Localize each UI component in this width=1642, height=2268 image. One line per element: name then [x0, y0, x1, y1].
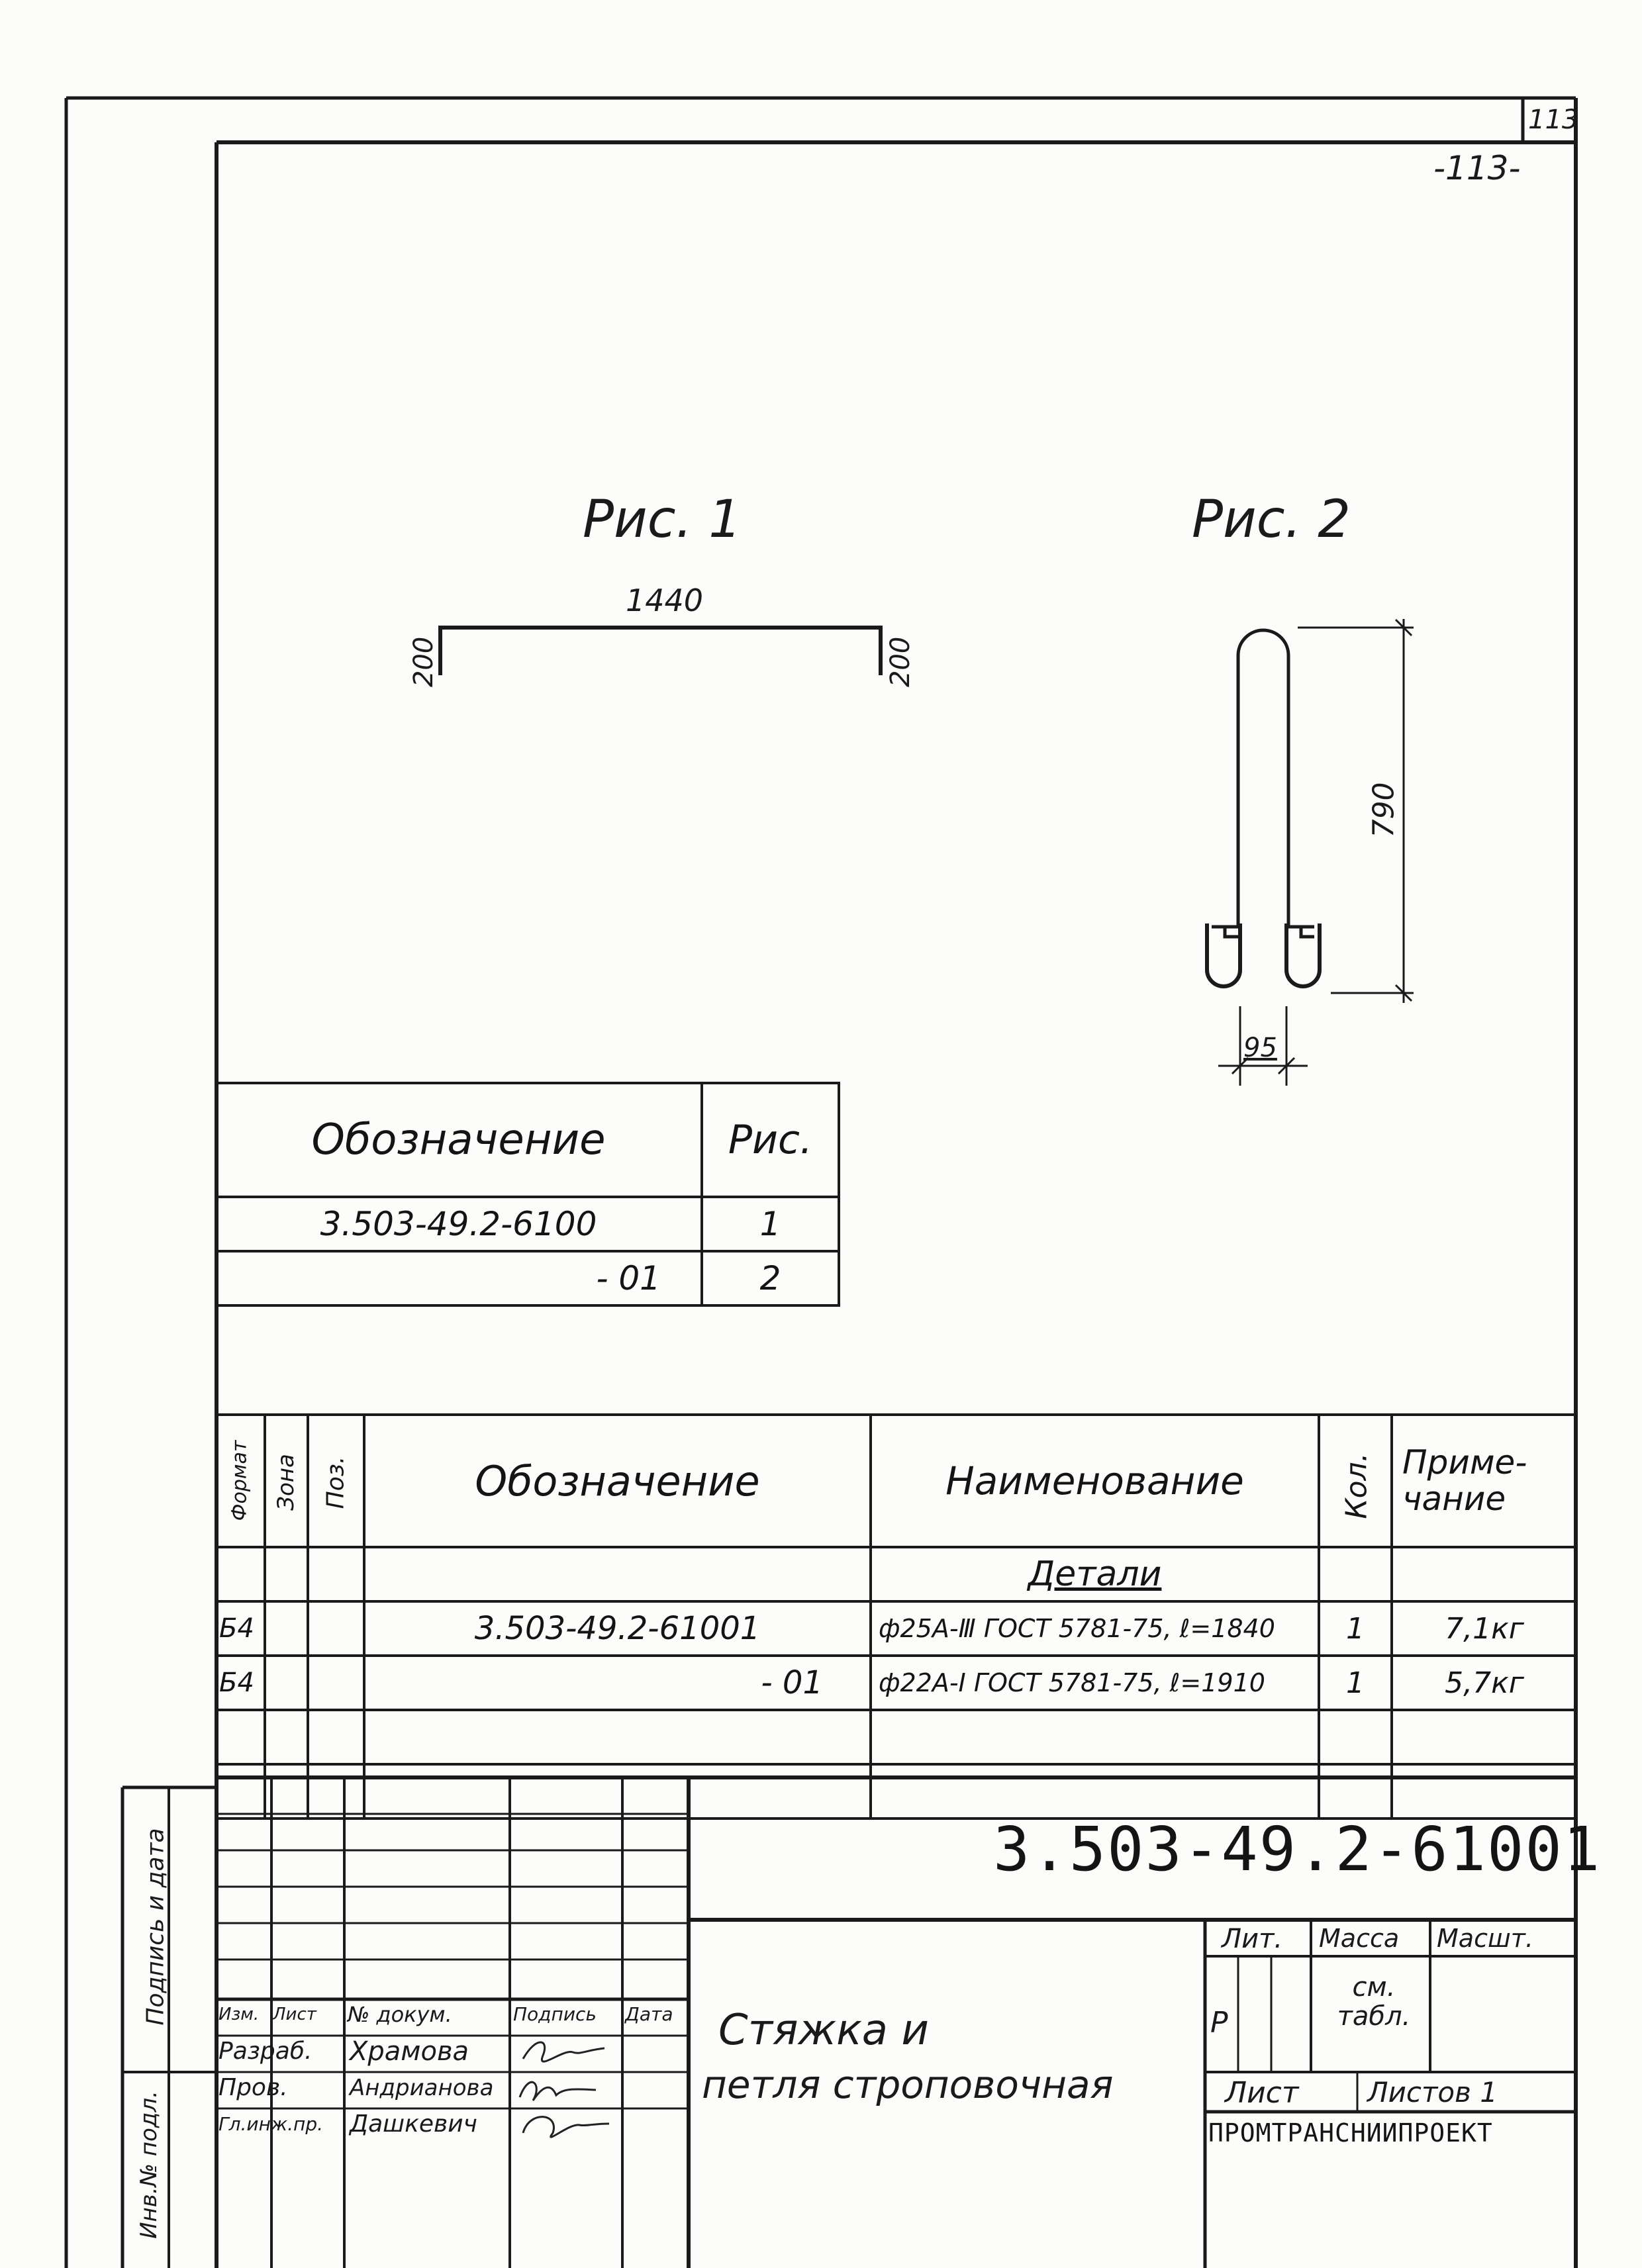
spec-header-note: Приме- чание: [1390, 1413, 1576, 1548]
table-row: Детали: [217, 1546, 1576, 1603]
name-chief-engineer: Дашкевич: [350, 2110, 477, 2138]
variants-fig: 2: [700, 1250, 840, 1307]
role-developer: Разраб.: [218, 2038, 313, 2065]
label-mass: Масса: [1319, 1924, 1400, 1953]
name-developer: Храмова: [350, 2036, 469, 2067]
specification-table: Формат Зона Поз. Обозначение Наименовани…: [217, 1413, 1576, 1820]
spec-qty: 1: [1318, 1600, 1393, 1657]
spec-header-format-text: Формат: [228, 1440, 252, 1521]
label-scale: Масшт.: [1437, 1924, 1533, 1953]
spec-format: Б4: [217, 1600, 266, 1657]
role-checker: Пров.: [218, 2074, 288, 2101]
spec-designation: - 01: [363, 1654, 872, 1711]
name-checker: Андрианова: [350, 2075, 494, 2101]
figure-2-drawing: [1205, 618, 1414, 1086]
sheet-corner-number: 113: [1528, 105, 1579, 135]
drawing-title-line-2: петля строповочная: [702, 2062, 1114, 2107]
title-block-header-list: Лист: [273, 2005, 316, 2024]
title-block-header-sign: Подпись: [513, 2003, 597, 2025]
drawing-title-line-1: Стяжка и: [718, 2006, 929, 2055]
label-sheet: Лист: [1225, 2076, 1299, 2110]
title-block-header-doc: № докум.: [348, 2002, 452, 2027]
spec-name: ф22А-Ⅰ ГОСТ 5781-75, ℓ=1910: [869, 1654, 1320, 1711]
figure-2-height-dim: 790: [1367, 782, 1401, 838]
spec-designation: 3.503-49.2-61001: [363, 1600, 872, 1657]
table-row: Б4 - 01 ф22А-Ⅰ ГОСТ 5781-75, ℓ=1910 1 5,…: [217, 1654, 1576, 1711]
table-row: - 01 2: [217, 1250, 840, 1307]
figure-1-right-leg-dim: 200: [885, 636, 916, 687]
value-lit: Р: [1210, 2006, 1228, 2040]
spec-header-zone: Зона: [264, 1413, 309, 1548]
spec-header-zone-text: Зона: [273, 1454, 299, 1511]
figure-1-caption: Рис. 1: [583, 490, 742, 549]
spec-qty: 1: [1318, 1654, 1393, 1711]
label-sheets: Листов 1: [1367, 2076, 1498, 2108]
role-chief-engineer: Гл.инж.пр.: [218, 2113, 324, 2135]
label-lit: Лит.: [1222, 1924, 1283, 1954]
title-block-header-izm: Изм.: [218, 2005, 260, 2024]
spec-name: ф25А-Ⅲ ГОСТ 5781-75, ℓ=1840: [869, 1600, 1320, 1657]
figure-1-left-leg-dim: 200: [409, 636, 439, 687]
spec-header-designation: Обозначение: [363, 1413, 872, 1548]
margin-inv-number-label: Инв.№ подл.: [136, 2091, 162, 2239]
spec-header-pos: Поз.: [307, 1413, 365, 1548]
organization-name: ПРОМТРАНСНИИПРОЕКТ: [1208, 2118, 1493, 2148]
spec-header-qty: Кол.: [1318, 1413, 1393, 1548]
figure-1-length-dim: 1440: [626, 583, 704, 618]
variants-table: Обозначение Рис. 3.503-49.2-6100 1 - 01 …: [217, 1082, 840, 1307]
margin-sign-date-label: Подпись и дата: [142, 1828, 169, 2026]
document-number: 3.503-49.2-61001: [993, 1814, 1602, 1885]
value-mass: см. табл.: [1337, 1972, 1411, 2032]
variants-designation: - 01: [217, 1250, 703, 1307]
variants-fig: 1: [700, 1196, 840, 1252]
variants-designation: 3.503-49.2-6100: [217, 1196, 703, 1252]
spec-note: 5,7кг: [1390, 1654, 1576, 1711]
table-row: 3.503-49.2-6100 1: [217, 1196, 840, 1252]
spec-header-format: Формат: [217, 1413, 266, 1548]
spec-note: 7,1кг: [1390, 1600, 1576, 1657]
page-number: -113-: [1433, 149, 1521, 187]
figure-1-drawing: [438, 626, 883, 675]
figure-2-caption: Рис. 2: [1192, 490, 1351, 549]
variants-header-fig: Рис.: [700, 1082, 840, 1198]
table-row: Б4 3.503-49.2-61001 ф25А-Ⅲ ГОСТ 5781-75,…: [217, 1600, 1576, 1657]
spec-header-pos-text: Поз.: [322, 1456, 350, 1509]
spec-section-title: Детали: [869, 1546, 1320, 1603]
table-row: [217, 1763, 1576, 1820]
spec-format: Б4: [217, 1654, 266, 1711]
spec-header-qty-text: Кол.: [1339, 1452, 1374, 1519]
title-block-header-date: Дата: [625, 2003, 673, 2025]
spec-header-name: Наименование: [869, 1413, 1320, 1548]
variants-header-designation: Обозначение: [217, 1082, 703, 1198]
table-row: [217, 1709, 1576, 1766]
figure-2-width-dim: 95: [1243, 1033, 1277, 1063]
